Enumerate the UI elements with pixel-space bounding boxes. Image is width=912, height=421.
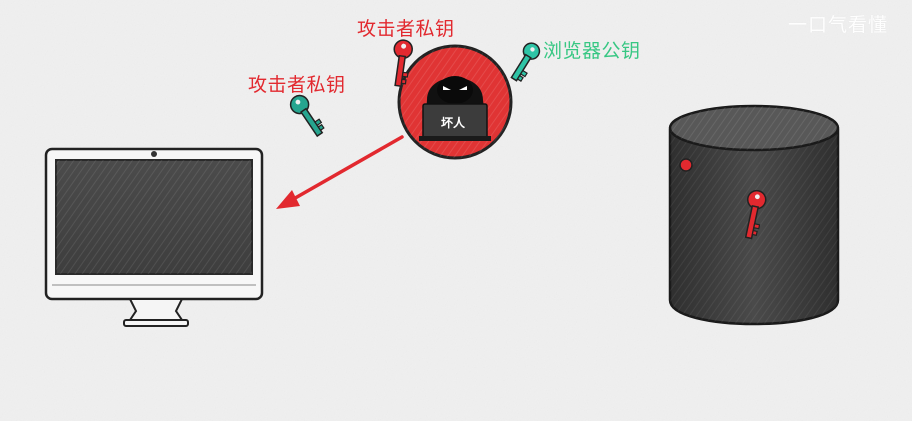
server-cylinder-icon bbox=[668, 104, 840, 326]
attacker-private-key-label-top: 攻击者私钥 bbox=[357, 18, 455, 40]
attacker-private-key-label-left: 攻击者私钥 bbox=[248, 74, 346, 96]
browser-public-key-label: 浏览器公钥 bbox=[543, 40, 641, 62]
key-icon bbox=[289, 94, 325, 138]
hooded-hacker-icon bbox=[397, 44, 513, 160]
watermark: 一口气看懂 bbox=[787, 14, 888, 36]
bad-actor-label: 坏人 bbox=[441, 116, 466, 130]
key-icon bbox=[510, 42, 541, 82]
key-icon bbox=[393, 39, 413, 88]
monitor-icon bbox=[44, 147, 264, 327]
